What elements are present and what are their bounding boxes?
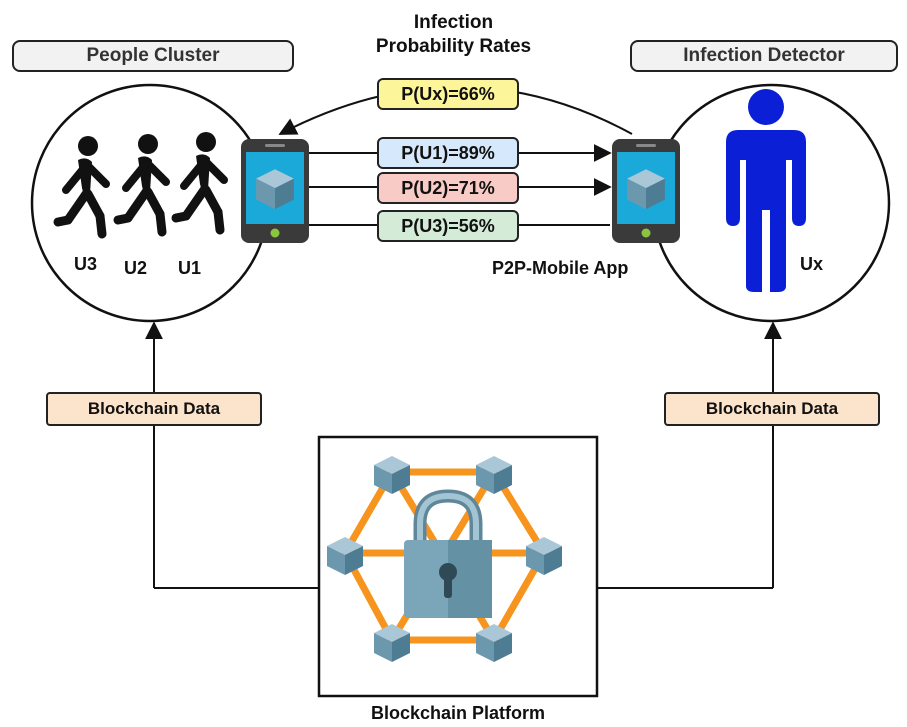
infection-detector-title: Infection Detector bbox=[630, 40, 898, 72]
user-label-u1: U1 bbox=[178, 258, 202, 278]
phone-icon bbox=[241, 139, 309, 243]
user-label-u3: U3 bbox=[74, 254, 98, 274]
probability-u3: P(U3)=56% bbox=[377, 210, 519, 242]
rates-title-line1: Infection bbox=[413, 12, 494, 33]
padlock-icon bbox=[404, 489, 492, 618]
phone-icon bbox=[612, 139, 680, 243]
user-label-ux: Ux bbox=[800, 254, 824, 274]
rates-title-line2: Probability Rates bbox=[375, 36, 532, 57]
blockchain-data-left: Blockchain Data bbox=[46, 392, 262, 426]
probability-ux: P(Ux)=66% bbox=[377, 78, 519, 110]
blockchain-data-right: Blockchain Data bbox=[664, 392, 880, 426]
probability-u2: P(U2)=71% bbox=[377, 172, 519, 204]
people-cluster-title: People Cluster bbox=[12, 40, 294, 72]
probability-u1: P(U1)=89% bbox=[377, 137, 519, 169]
person-icon bbox=[726, 89, 806, 292]
user-label-u2: U2 bbox=[124, 258, 148, 278]
p2p-app-label: P2P-Mobile App bbox=[492, 258, 629, 278]
blockchain-platform-label: Blockchain Platform bbox=[370, 703, 546, 723]
